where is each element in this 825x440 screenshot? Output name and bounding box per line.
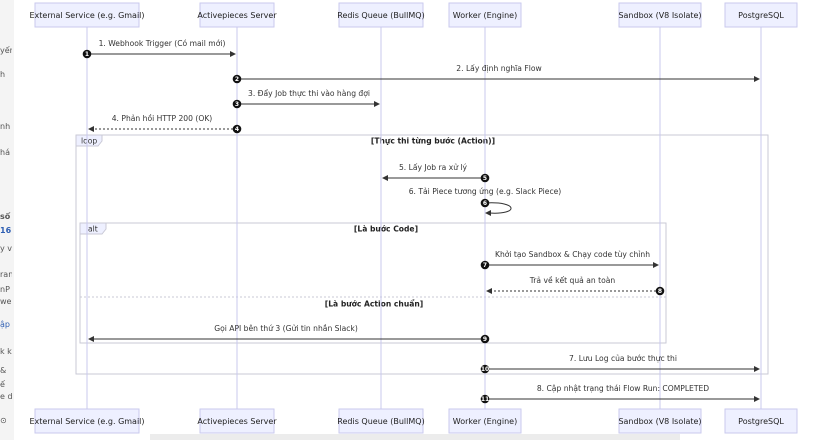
gutter-text: há [0,148,10,157]
participant-label-worker-bottom: Worker (Engine) [453,417,517,426]
gutter-icon[interactable]: ⊙ [0,416,7,425]
alt-else-condition: [Là bước Action chuẩn] [325,300,423,309]
message-7-badge-number: 7 [483,262,487,269]
message-9-arrowhead [88,336,94,342]
message-6-badge-number: 6 [483,200,487,207]
loop-fragment [75,134,769,375]
gutter-text: 16 [0,226,12,235]
message-7-label: Khởi tạo Sandbox & Chạy code tùy chỉnh [495,250,650,259]
message-7-arrowhead [653,262,659,268]
message-4-badge-number: 4 [235,126,239,133]
message-10-badge [480,364,490,374]
alt-condition: [Là bước Code] [354,225,418,234]
gutter-text: sổ [0,212,11,221]
participant-box-server-bottom [199,408,275,434]
message-6-arrowhead [485,210,491,216]
participant-label-server-top: Activepieces Server [197,11,277,20]
message-11-badge [480,394,490,404]
gutter-text: k k [0,347,12,356]
participant-box-sandbox-top [618,2,702,28]
gutter-text: ập [0,320,10,329]
message-6-label: 6. Tải Piece tương ứng (e.g. Slack Piece… [409,187,562,196]
message-3-arrowhead [374,101,380,107]
message-11-arrowhead [754,396,760,402]
message-11-badge-number: 11 [481,396,489,403]
message-3-badge [232,99,242,109]
participant-label-redis-top: Redis Queue (BullMQ) [337,11,424,20]
gutter-text: & [0,366,7,375]
message-1-label: 1. Webhook Trigger (Có mail mới) [99,39,226,48]
participant-box-sandbox-bottom [618,408,702,434]
alt-fragment [79,222,667,344]
gutter-text: ran [0,270,12,279]
message-8-label: Trả về kết quả an toàn [529,276,616,285]
participant-box-redis-bottom [338,408,424,434]
message-5-label: 5. Lấy Job ra xử lý [399,163,468,172]
horizontal-scrollbar[interactable] [150,434,680,440]
participant-box-worker-bottom [448,408,522,434]
message-8-badge [655,286,665,296]
message-2-arrowhead [754,76,760,82]
message-7-badge [480,260,490,270]
participant-box-redis-top [338,2,424,28]
participant-label-worker-top: Worker (Engine) [453,11,517,20]
message-3-badge-number: 3 [235,101,239,108]
gutter-text: we [0,297,12,306]
message-2-badge-number: 2 [235,76,239,83]
message-4-label: 4. Phản hồi HTTP 200 (OK) [112,114,213,123]
message-3-label: 3. Đẩy Job thực thi vào hàng đợi [248,89,370,98]
participant-box-server-top [199,2,275,28]
gutter-text: h [0,70,6,79]
gutter-text: nh [0,122,11,131]
participant-label-server-bottom: Activepieces Server [197,417,277,426]
gutter-text: nP [0,285,10,294]
message-10-badge-number: 10 [481,366,489,373]
left-gutter-panel: yến h nh há sổ 16 y v ran nP we ập k k &… [0,0,14,440]
participant-label-pg-bottom: PostgreSQL [738,417,784,426]
gutter-text: yến [0,46,12,55]
participant-label-sandbox-top: Sandbox (V8 Isolate) [618,11,701,20]
alt-tag-label: alt [88,225,98,234]
loop-fragment-tag [75,134,103,147]
loop-condition: [Thực thi từng bước (Action)] [371,137,495,146]
message-8-arrowhead [486,288,492,294]
message-2-label: 2. Lấy định nghĩa Flow [456,64,541,73]
message-1-badge-number: 1 [85,51,89,58]
loop-tag-label: loop [81,137,97,146]
message-4-arrowhead [88,126,94,132]
participant-box-pg-top [724,2,798,28]
message-1-arrowhead [230,51,236,57]
message-5-arrowhead [382,175,388,181]
message-6-badge [480,198,490,208]
message-2-badge [232,74,242,84]
message-5-badge [480,173,490,183]
participant-label-ext-top: External Service (e.g. Gmail) [29,11,144,20]
participant-label-sandbox-bottom: Sandbox (V8 Isolate) [618,417,701,426]
participant-box-worker-top [448,2,522,28]
message-9-badge-number: 9 [483,336,487,343]
participant-box-pg-bottom [724,408,798,434]
message-6-arrow [484,202,512,214]
message-10-label: 7. Lưu Log của bước thực thi [569,354,677,363]
gutter-text: e di [0,392,12,401]
message-5-badge-number: 5 [483,175,487,182]
participant-box-ext-top [34,2,140,28]
participant-label-pg-top: PostgreSQL [738,11,784,20]
message-8-badge-number: 8 [658,288,662,295]
message-1-badge [82,49,92,59]
message-11-label: 8. Cập nhật trạng thái Flow Run: COMPLET… [537,384,709,393]
message-9-label: Gọi API bên thứ 3 (Gửi tin nhắn Slack) [214,324,358,333]
gutter-text: ế [0,380,5,389]
message-9-badge [480,334,490,344]
message-10-arrowhead [754,366,760,372]
gutter-text: y v [0,244,12,253]
participant-label-ext-bottom: External Service (e.g. Gmail) [29,417,144,426]
participant-label-redis-bottom: Redis Queue (BullMQ) [337,417,424,426]
participant-box-ext-bottom [34,408,140,434]
message-4-badge [232,124,242,134]
